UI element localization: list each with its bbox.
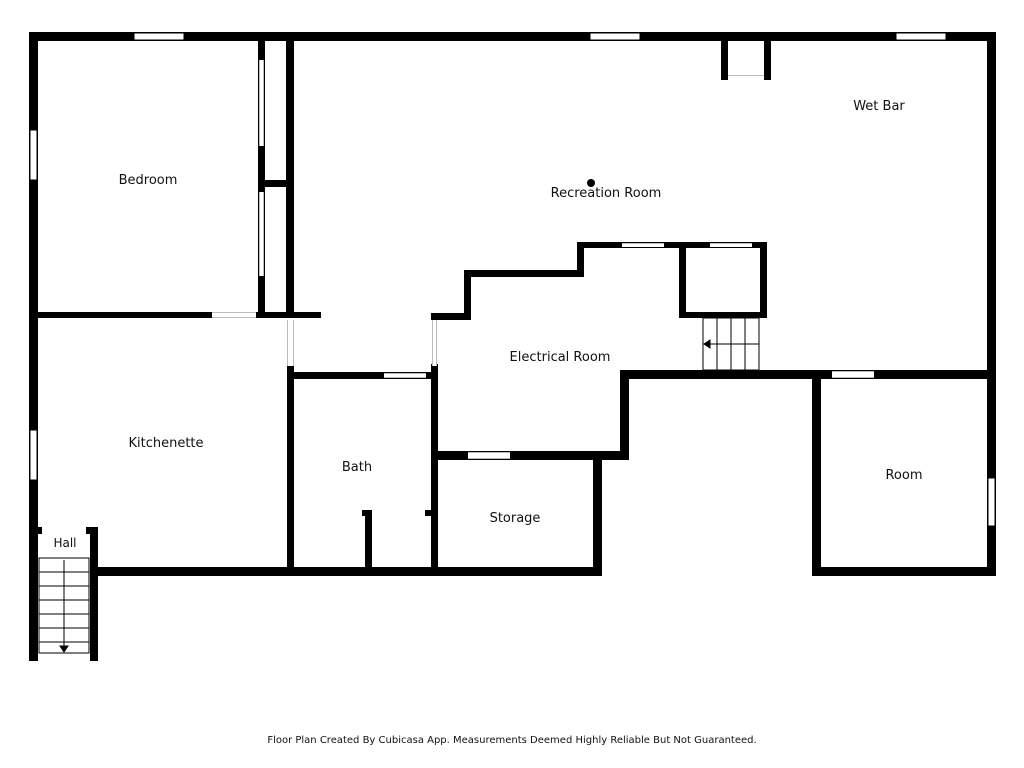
window-wetbar-top [895,32,947,41]
wall-bath-stub [365,510,372,576]
wall-room-top [622,370,996,379]
walls [29,32,996,661]
label-bath: Bath [342,460,372,475]
wall-right [987,32,996,576]
door-column [728,75,764,80]
label-room: Room [885,468,922,483]
label-kitchenette: Kitchenette [128,436,203,451]
label-storage: Storage [490,511,541,526]
wall-column-left [721,32,728,80]
door-frames [212,60,874,459]
door-stair-top [710,243,752,247]
wall-kitchen-right [287,364,294,576]
light-fixture-icon [587,179,595,187]
wall-bath-stub-right [425,510,438,516]
wall-bedroom-bottom [29,312,321,318]
wall-bath-right [431,364,438,576]
door-hall [42,528,86,532]
wall-electrical-step2 [464,270,584,277]
door-room [832,371,874,378]
wall-electrical-bottom [432,451,629,460]
label-bedroom: Bedroom [119,173,178,188]
window-recreation-top [589,32,641,41]
wall-stair-right [760,242,767,318]
stairs-recreation [702,317,760,371]
wall-top [29,32,996,41]
wall-left [29,32,38,661]
window-bedroom-left [29,129,38,181]
arrow-left-icon [703,339,711,349]
label-hall: Hall [53,536,76,550]
wall-electrical-step [620,370,629,460]
wall-electrical-left-top [431,313,471,320]
wall-room-bottom [812,567,996,576]
wall-bath-top [287,372,438,379]
door-closet-lower [259,192,264,276]
wall-electrical-step3 [577,242,584,277]
wall-electrical-step4 [577,242,767,248]
wall-hall-right [90,530,98,661]
wall-bath-stub-cap [362,510,372,516]
wall-electrical-step1 [464,270,471,320]
wall-hall-top-left [29,527,42,534]
label-wet-bar: Wet Bar [853,99,905,114]
stairs-hall [38,557,90,654]
window-kitchen-left [29,429,38,481]
wall-bedroom-right [286,32,294,318]
doors [42,60,874,532]
door-bedroom-kitchen [212,312,256,318]
windows [29,32,996,527]
door-kitchen-rec [287,320,294,366]
arrow-down-icon [59,645,69,653]
label-recreation-room: Recreation Room [551,186,662,201]
door-bath [384,373,426,378]
door-electrical-top [622,243,664,247]
wall-stair-bottom [679,312,767,318]
window-room-right [987,477,996,527]
wall-hall-top-right [86,527,98,534]
door-electrical [432,320,437,366]
door-closet-upper [259,60,264,146]
wall-closet [258,32,265,318]
wall-room-left [812,370,821,576]
label-electrical-room: Electrical Room [510,350,611,365]
wall-bottom-main [90,567,602,576]
door-storage [468,452,510,459]
footer-disclaimer: Floor Plan Created By Cubicasa App. Meas… [267,735,757,746]
wall-stair-left [679,242,686,318]
room-labels: Bedroom Recreation Room Wet Bar Kitchene… [53,99,922,550]
wall-closet-shelf [258,180,294,187]
window-bedroom-top [133,32,185,41]
wall-column-right [764,32,771,80]
wall-storage-right [593,451,602,576]
